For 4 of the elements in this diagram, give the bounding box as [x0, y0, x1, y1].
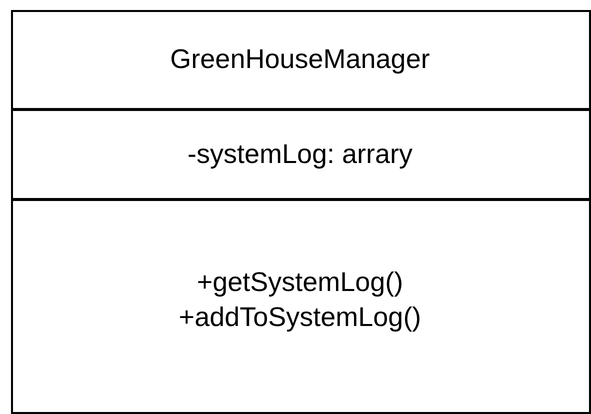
- class-name: GreenHouseManager: [170, 43, 430, 76]
- method-list: +getSystemLog() +addToSystemLog(): [110, 265, 490, 336]
- attribute: -systemLog: arrary: [187, 138, 413, 171]
- class-box: [11, 10, 591, 414]
